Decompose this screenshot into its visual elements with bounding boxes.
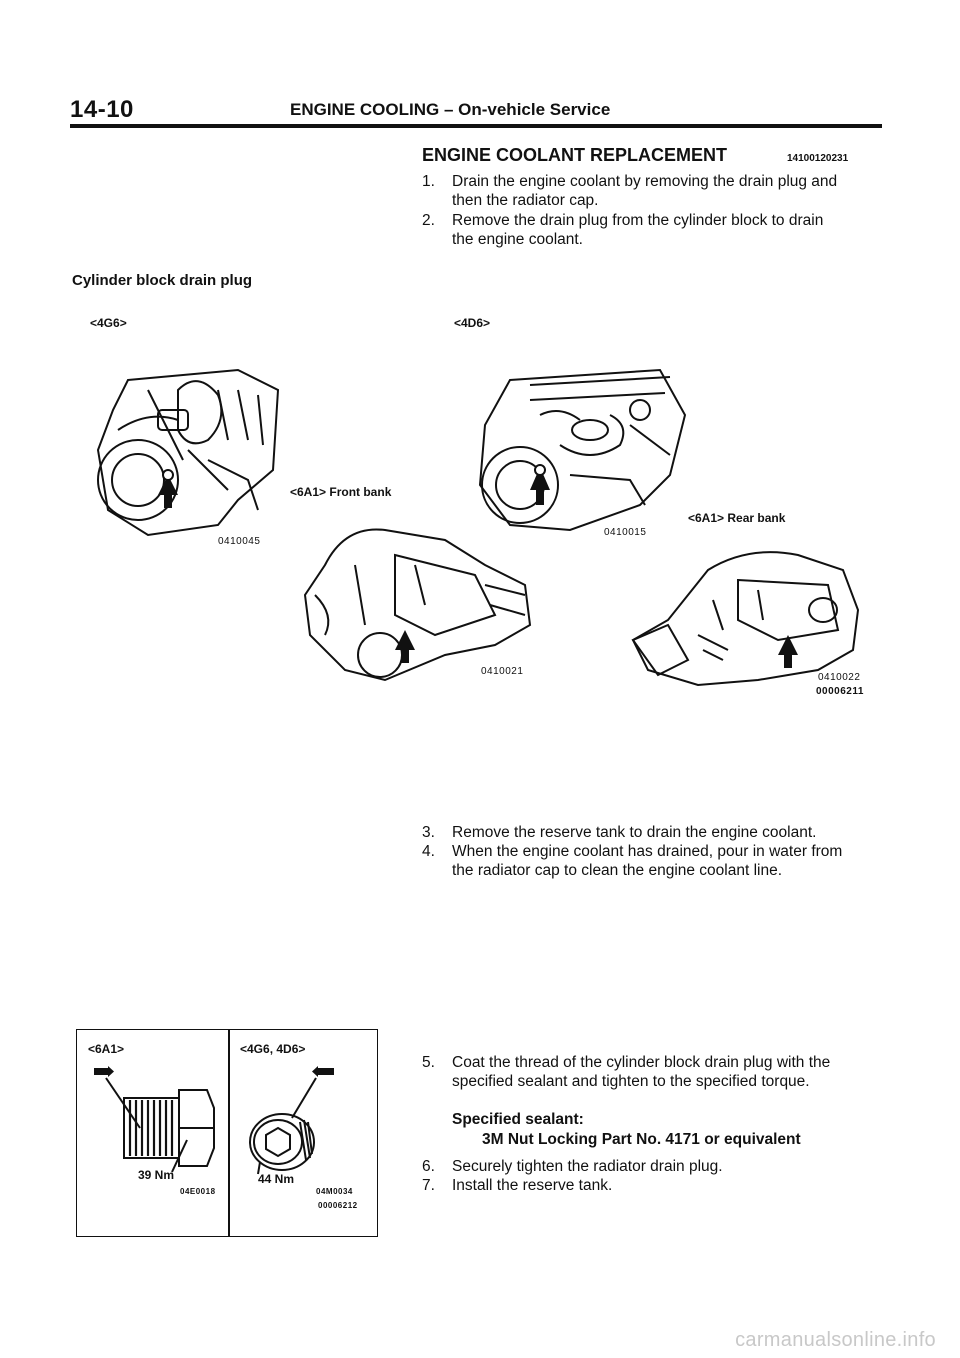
- step-text-line: Remove the drain plug from the cylinder …: [452, 212, 824, 229]
- watermark: carmanualsonline.info: [735, 1329, 936, 1351]
- engine-4g6-illustration: [96, 368, 280, 537]
- step-number: 1.: [422, 173, 435, 190]
- specified-sealant-heading: Specified sealant:: [452, 1111, 584, 1128]
- header-rule: [70, 124, 882, 128]
- label-4g6-4d6: <4G6, 4D6>: [240, 1042, 306, 1056]
- step-number: 4.: [422, 843, 435, 860]
- page-header-title: ENGINE COOLING – On-vehicle Service: [290, 100, 611, 119]
- step-number: 6.: [422, 1158, 435, 1175]
- step-number: 5.: [422, 1054, 435, 1071]
- drain-plug-4g6-4d6-illustration: [249, 1066, 334, 1175]
- step-text-line: When the engine coolant has drained, pou…: [452, 843, 843, 860]
- step-text-line: the engine coolant.: [452, 231, 583, 248]
- step-4: 4. When the engine coolant has drained, …: [422, 842, 892, 882]
- figure-code: 00006211: [816, 686, 864, 697]
- section-code: 14100120231: [787, 153, 849, 164]
- step-2: 2. Remove the drain plug from the cylind…: [422, 211, 892, 251]
- figure-code: 0410045: [218, 536, 261, 547]
- step-text-line: Securely tighten the radiator drain plug…: [452, 1158, 723, 1175]
- engine-6a1-rear-bank-illustration: [631, 551, 860, 687]
- step-number: 2.: [422, 212, 435, 229]
- step-text-line: specified sealant and tighten to the spe…: [452, 1073, 810, 1090]
- figure-code: 04E0018: [180, 1187, 216, 1196]
- step-1: 1. Drain the engine coolant by removing …: [422, 172, 892, 212]
- label-4d6: <4D6>: [454, 316, 491, 330]
- step-text-line: Drain the engine coolant by removing the…: [452, 173, 838, 190]
- label-6a1-rear-bank: <6A1> Rear bank: [688, 511, 786, 525]
- figure-code: 00006212: [318, 1201, 358, 1210]
- step-5: 5. Coat the thread of the cylinder block…: [422, 1053, 892, 1093]
- label-6a1: <6A1>: [88, 1042, 125, 1056]
- drain-plug-figure-box: [76, 1029, 378, 1237]
- step-text-line: Remove the reserve tank to drain the eng…: [452, 824, 817, 841]
- step-7: 7. Install the reserve tank.: [422, 1176, 892, 1196]
- torque-4g6-4d6: 44 Nm: [258, 1172, 295, 1186]
- step-text-line: then the radiator cap.: [452, 192, 599, 209]
- specified-sealant-value: 3M Nut Locking Part No. 4171 or equivale…: [482, 1131, 801, 1148]
- figure-code: 0410022: [818, 672, 861, 683]
- engine-4d6-illustration: [478, 368, 687, 532]
- step-number: 7.: [422, 1177, 435, 1194]
- engine-6a1-front-bank-illustration: [303, 528, 532, 682]
- label-4g6: <4G6>: [90, 316, 127, 330]
- torque-6a1: 39 Nm: [138, 1168, 175, 1182]
- step-text-line: the radiator cap to clean the engine coo…: [452, 862, 783, 879]
- step-text-line: Coat the thread of the cylinder block dr…: [452, 1054, 831, 1071]
- figure-caption: Cylinder block drain plug: [72, 272, 253, 289]
- figure-code: 0410015: [604, 527, 647, 538]
- box-divider: [228, 1029, 230, 1237]
- step-number: 3.: [422, 824, 435, 841]
- section-title: ENGINE COOLANT REPLACEMENT: [422, 145, 728, 165]
- step-text-line: Install the reserve tank.: [452, 1177, 613, 1194]
- figure-code: 04M0034: [316, 1187, 353, 1196]
- page-number: 14-10: [70, 96, 134, 123]
- step-3: 3. Remove the reserve tank to drain the …: [422, 823, 892, 843]
- step-6: 6. Securely tighten the radiator drain p…: [422, 1157, 892, 1177]
- label-6a1-front-bank: <6A1> Front bank: [290, 485, 392, 499]
- figure-code: 0410021: [481, 666, 524, 677]
- drain-plug-6a1-illustration: [94, 1066, 215, 1173]
